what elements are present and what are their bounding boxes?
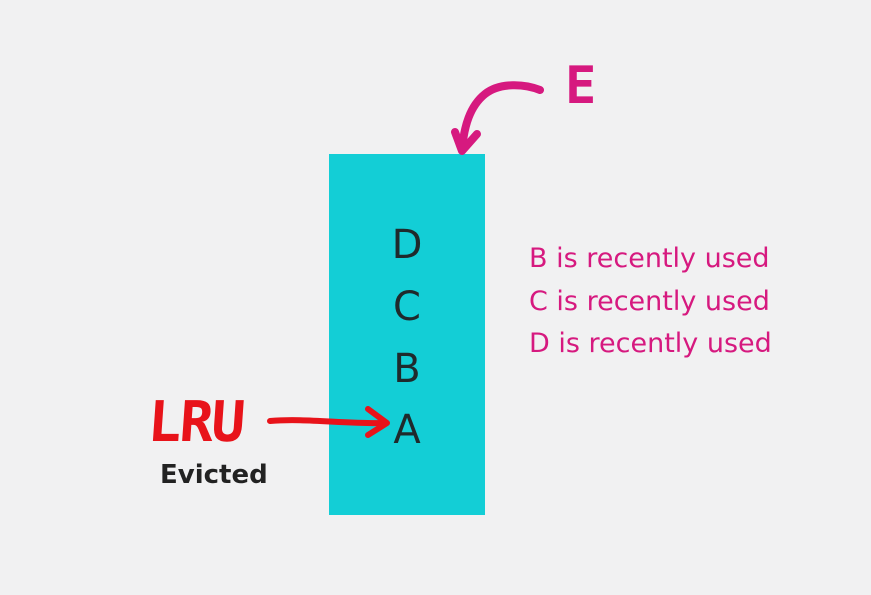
incoming-arrow-icon [458, 81, 544, 154]
note-c-recently-used: C is recently used [529, 286, 770, 317]
lru-label: LRU [145, 390, 246, 455]
cache-item-b: B [393, 346, 421, 392]
note-d-recently-used: D is recently used [529, 328, 772, 359]
cache-item-c: C [393, 284, 421, 330]
note-b-recently-used: B is recently used [529, 243, 770, 274]
lru-arrowhead-icon [365, 406, 390, 438]
cache-item-a: A [393, 407, 421, 453]
incoming-arrowhead-icon [451, 128, 481, 155]
incoming-item-label: E [565, 56, 597, 116]
cache-stack: D C B A [329, 154, 485, 515]
evicted-label: Evicted [160, 460, 268, 490]
lru-arrow-icon [267, 417, 387, 427]
cache-item-d: D [391, 222, 423, 268]
